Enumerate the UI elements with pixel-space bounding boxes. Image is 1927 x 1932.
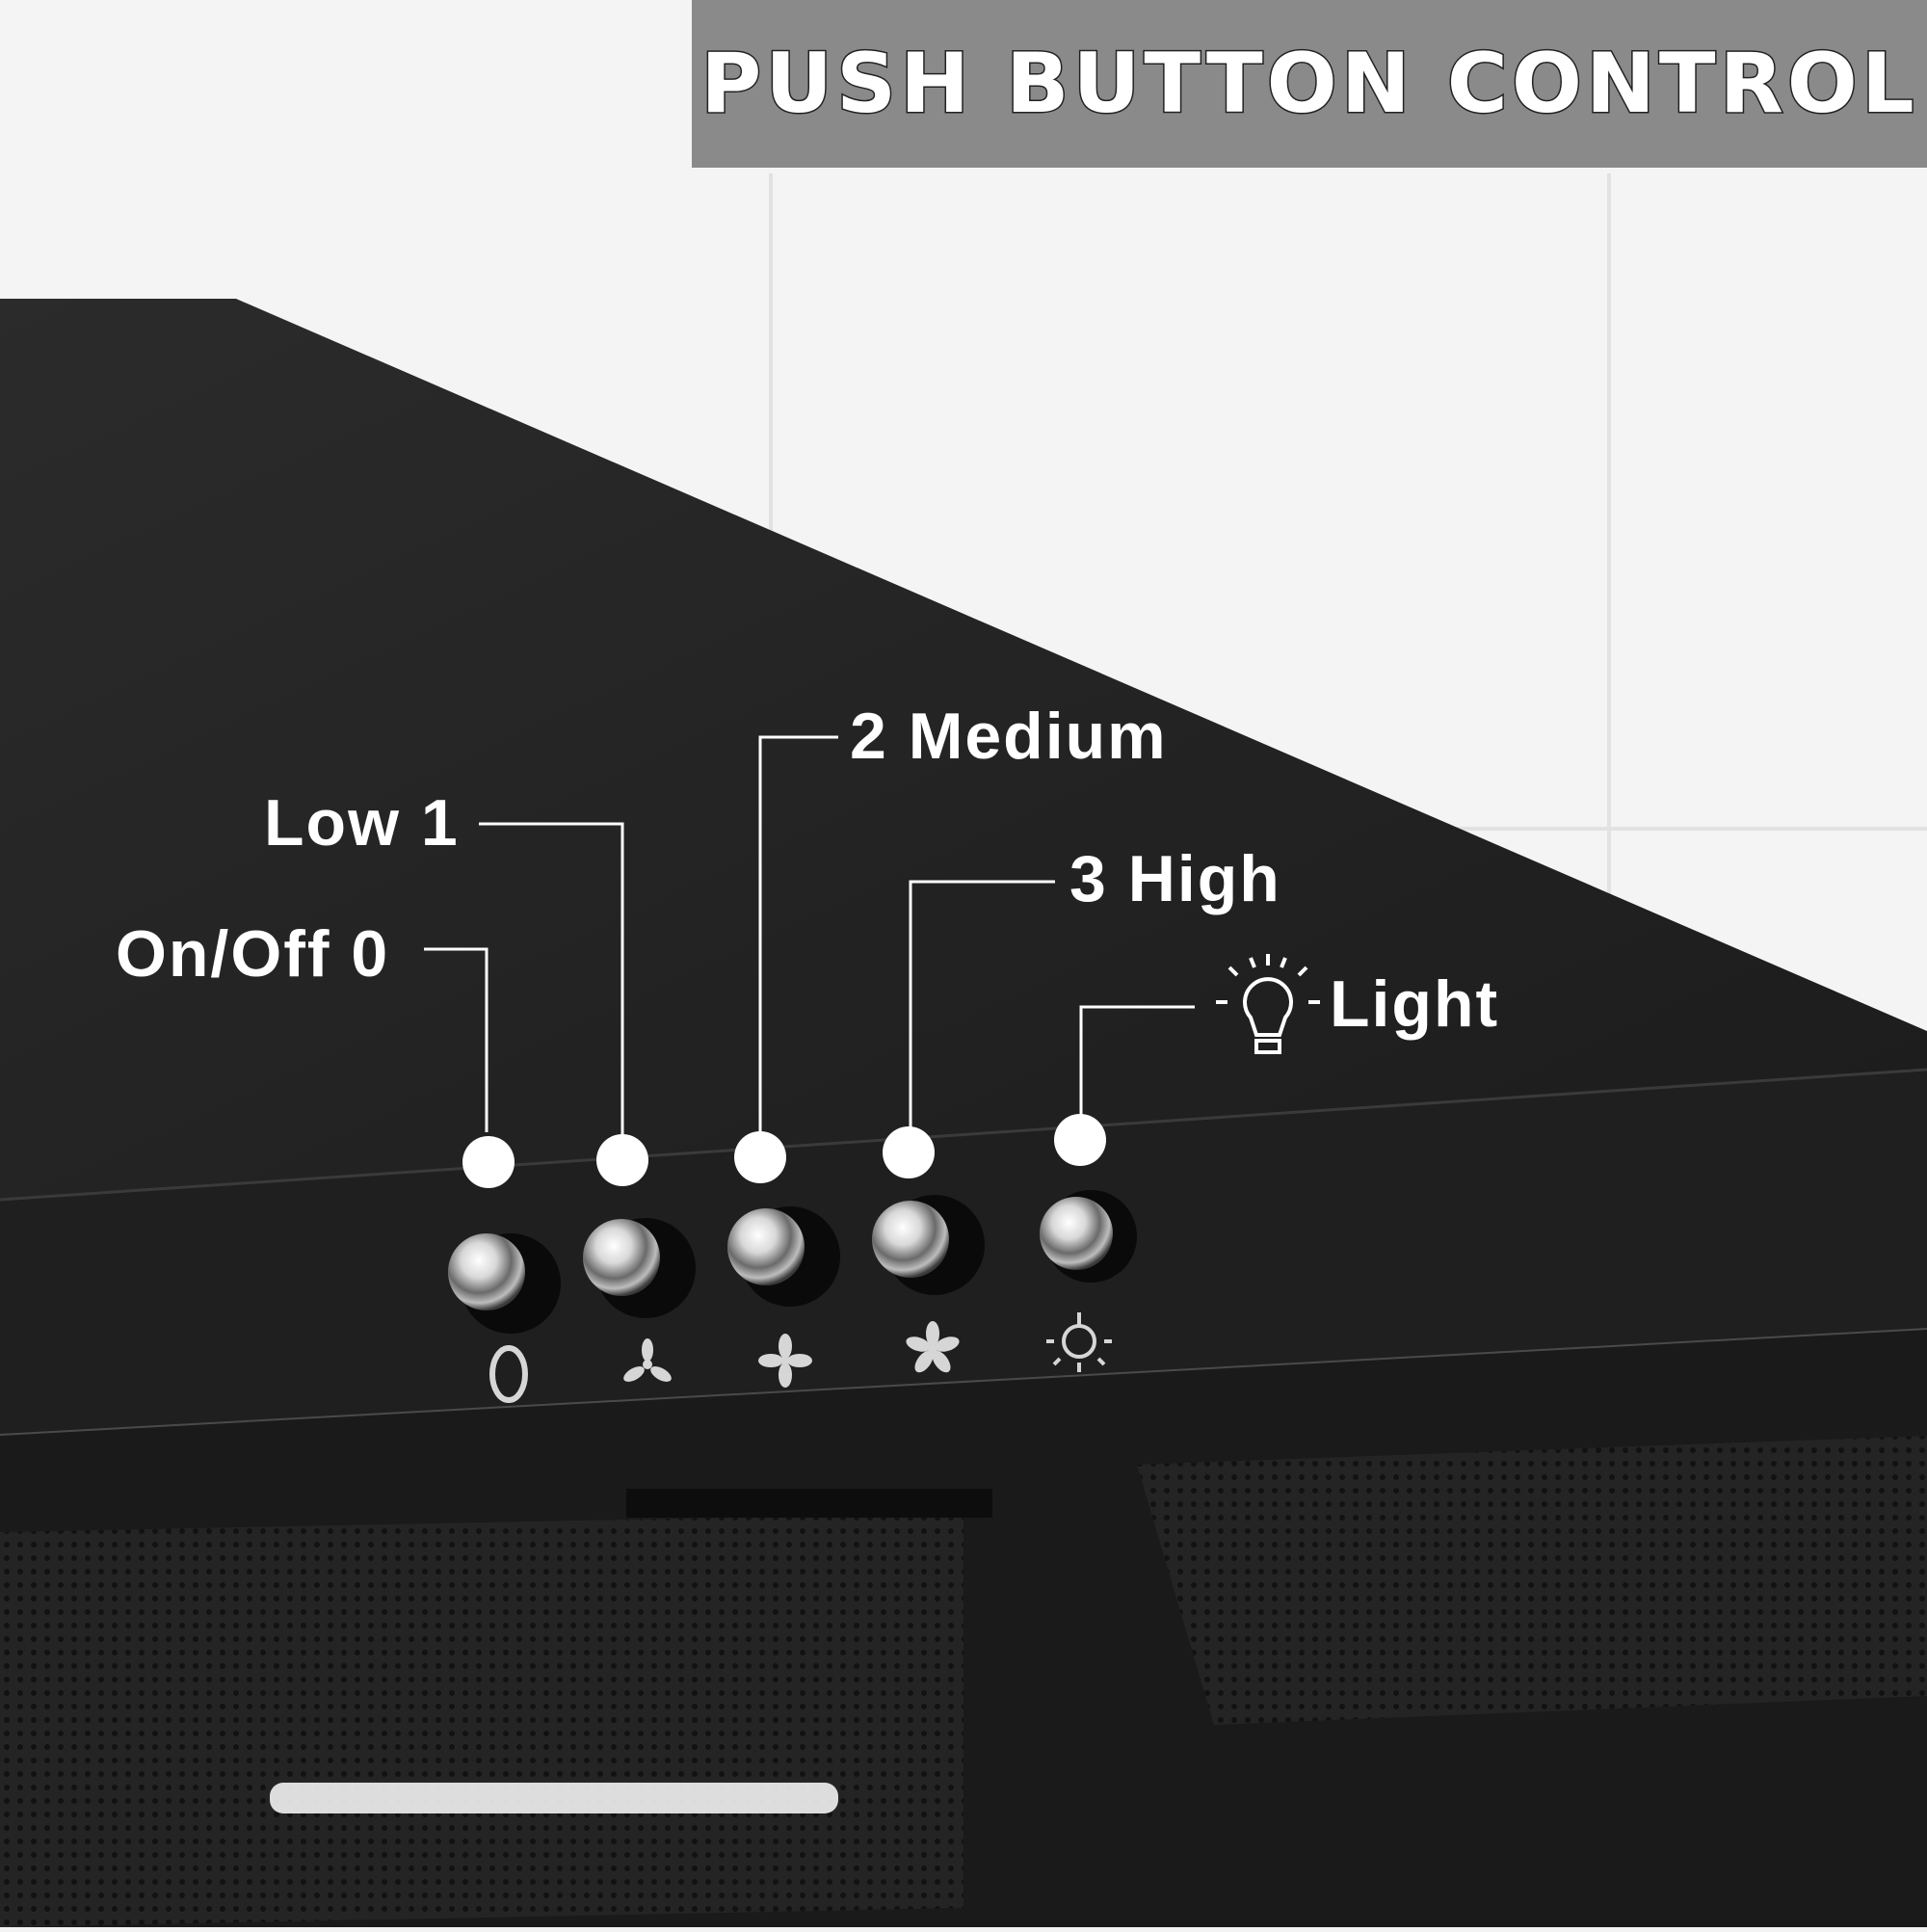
callout-dots <box>462 1114 1106 1188</box>
hood-canopy <box>0 299 1927 1200</box>
push-button-low[interactable] <box>583 1218 696 1318</box>
hood-vent-slot <box>626 1489 992 1518</box>
callout-light: Light <box>1330 967 1500 1041</box>
push-button-on-off[interactable] <box>448 1233 561 1334</box>
callout-low: Low 1 <box>264 786 460 860</box>
banner-title: PUSH BUTTON CONTROL <box>700 35 1918 134</box>
hood-lamp <box>270 1783 838 1813</box>
grease-filter-right <box>1137 1436 1927 1725</box>
fan-high-icon <box>906 1321 960 1373</box>
panel-symbol-zero <box>489 1345 528 1403</box>
push-button-high[interactable] <box>872 1195 985 1295</box>
callout-medium: 2 Medium <box>850 700 1168 773</box>
callout-on-off: On/Off 0 <box>116 917 390 991</box>
grease-filter-left <box>0 1513 964 1927</box>
fan-medium-icon <box>758 1334 812 1388</box>
push-button-light[interactable] <box>1040 1190 1137 1283</box>
push-button-medium[interactable] <box>727 1206 840 1307</box>
callout-high: 3 High <box>1069 842 1281 915</box>
light-bulb-icon <box>1216 954 1320 1054</box>
panel-light-icon <box>1046 1312 1112 1372</box>
callout-lines <box>424 735 1195 1137</box>
title-banner: PUSH BUTTON CONTROL <box>692 0 1927 168</box>
fan-low-icon <box>623 1338 672 1382</box>
